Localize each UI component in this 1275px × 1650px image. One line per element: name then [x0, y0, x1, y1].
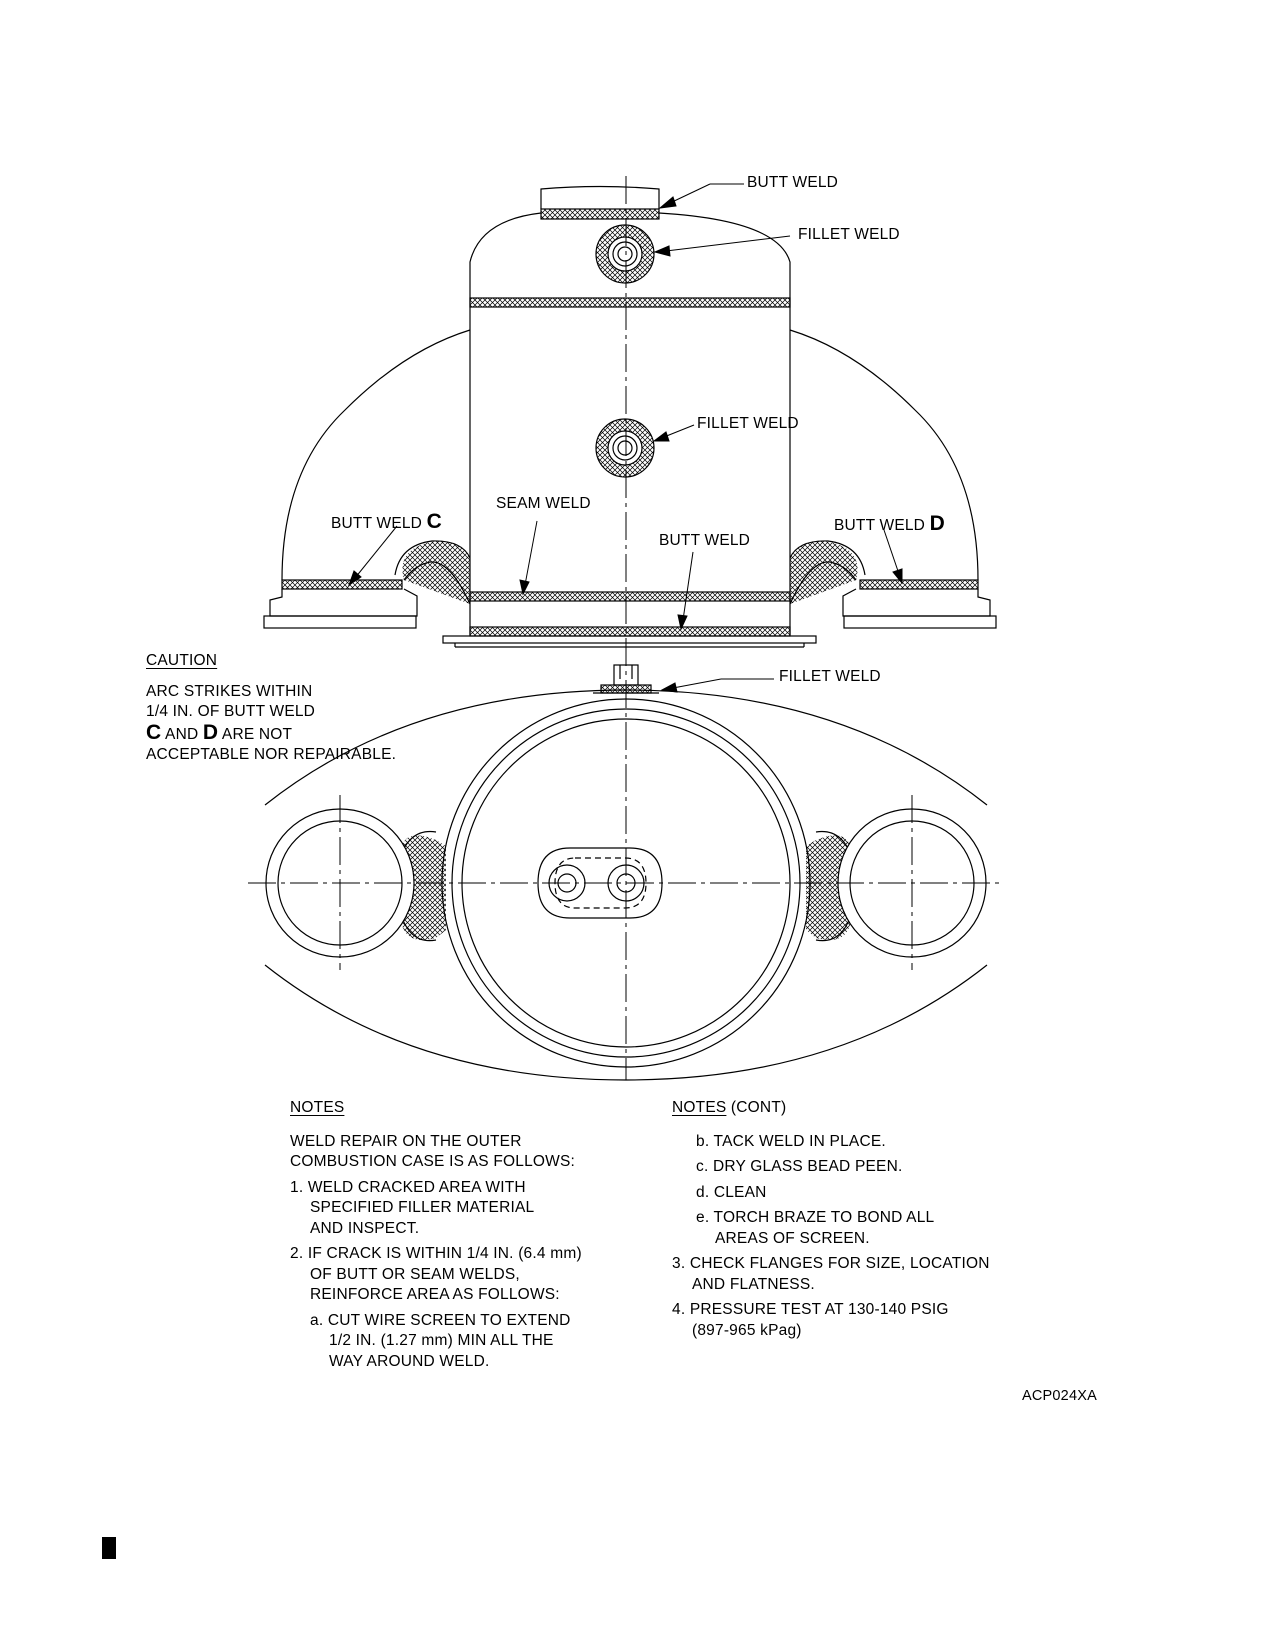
butt-weld-d-label: BUTT WELD D [834, 513, 945, 534]
figure-id: ACP024XA [1022, 1388, 1097, 1404]
caution-line-3-tail: ARE NOT [221, 725, 293, 743]
note-1-line-1: 1. WELD CRACKED AREA WITH [290, 1178, 526, 1196]
caution-line-2: 1/4 IN. OF BUTT WELD [146, 703, 316, 720]
note-2a-line-1: a. CUT WIRE SCREEN TO EXTEND [310, 1311, 571, 1329]
caution-letter-d: D [202, 720, 219, 744]
notes-heading: NOTES [290, 1099, 345, 1116]
caution-block: CAUTION ARC STRIKES WITHIN 1/4 IN. OF BU… [146, 651, 396, 766]
note-2e-line-2: AREAS OF SCREEN. [715, 1229, 870, 1247]
note-4-line-2: (897-965 kPag) [692, 1321, 802, 1339]
notes-intro-2: COMBUSTION CASE IS AS FOLLOWS: [290, 1153, 576, 1170]
note-2e-line-1: e. TORCH BRAZE TO BOND ALL [696, 1209, 935, 1226]
seam-weld-band [469, 591, 791, 602]
notes-cont-block: NOTES (CONT) b. TACK WELD IN PLACE. c. D… [672, 1098, 990, 1341]
centerlines [248, 176, 1003, 1080]
caution-and: AND [165, 725, 199, 743]
butt-weld-d-text: BUTT WELD [834, 517, 926, 534]
letter-d: D [929, 512, 945, 535]
fillet-weld-top-label: FILLET WELD [798, 226, 900, 243]
notes-cont-heading: NOTES (CONT) [672, 1098, 990, 1119]
notes-cont-heading-text: NOTES [672, 1099, 727, 1116]
butt-weld-c-text: BUTT WELD [331, 515, 423, 532]
notes-cont-heading-suffix: (CONT) [730, 1099, 787, 1116]
note-2c: c. DRY GLASS BEAD PEEN. [696, 1158, 903, 1175]
notes-block: NOTES WELD REPAIR ON THE OUTER COMBUSTIO… [290, 1098, 582, 1372]
leader-lines [348, 183, 903, 693]
letter-c: C [426, 510, 442, 533]
butt-weld-bottom-label: BUTT WELD [659, 532, 751, 549]
note-2b: b. TACK WELD IN PLACE. [696, 1132, 886, 1150]
butt-weld-c-label: BUTT WELD C [331, 511, 442, 532]
butt-weld-c-band [281, 579, 403, 590]
butt-weld-d-band [859, 579, 979, 590]
note-4-line-1: 4. PRESSURE TEST AT 130-140 PSIG [672, 1301, 949, 1318]
note-3-line-1: 3. CHECK FLANGES FOR SIZE, LOCATION [672, 1255, 990, 1272]
caution-letter-c: C [146, 720, 162, 744]
bottom-butt-weld-band [469, 626, 791, 637]
top-butt-weld-band [540, 208, 660, 220]
note-2-line-3: REINFORCE AREA AS FOLLOWS: [310, 1286, 560, 1303]
notes-intro-1: WELD REPAIR ON THE OUTER [290, 1132, 522, 1150]
note-2-line-1: 2. IF CRACK IS WITHIN 1/4 IN. (6.4 mm) [290, 1245, 582, 1262]
dome-seam-weld-band [469, 297, 791, 308]
note-2a-line-2: 1/2 IN. (1.27 mm) MIN ALL THE [329, 1332, 554, 1349]
note-3-line-2: AND FLATNESS. [692, 1275, 815, 1293]
note-1-line-3: AND INSPECT. [310, 1219, 420, 1237]
elevation-view [263, 185, 997, 648]
caution-line-4: ACCEPTABLE NOR REPAIRABLE. [146, 746, 397, 763]
caution-line-3: C AND D ARE NOT [146, 720, 396, 746]
note-2a-line-3: WAY AROUND WELD. [329, 1352, 490, 1370]
note-2d: d. CLEAN [696, 1183, 767, 1201]
butt-weld-top-label: BUTT WELD [747, 174, 839, 191]
caution-line-1: ARC STRIKES WITHIN [146, 682, 313, 700]
fillet-weld-mid-label: FILLET WELD [697, 415, 799, 432]
note-2-line-2: OF BUTT OR SEAM WELDS, [310, 1265, 520, 1283]
caution-heading: CAUTION [146, 652, 218, 669]
fillet-weld-plan-label: FILLET WELD [779, 668, 881, 685]
note-1-line-2: SPECIFIED FILLER MATERIAL [310, 1199, 535, 1216]
page-edge-mark [102, 1537, 116, 1559]
seam-weld-label: SEAM WELD [496, 495, 591, 512]
